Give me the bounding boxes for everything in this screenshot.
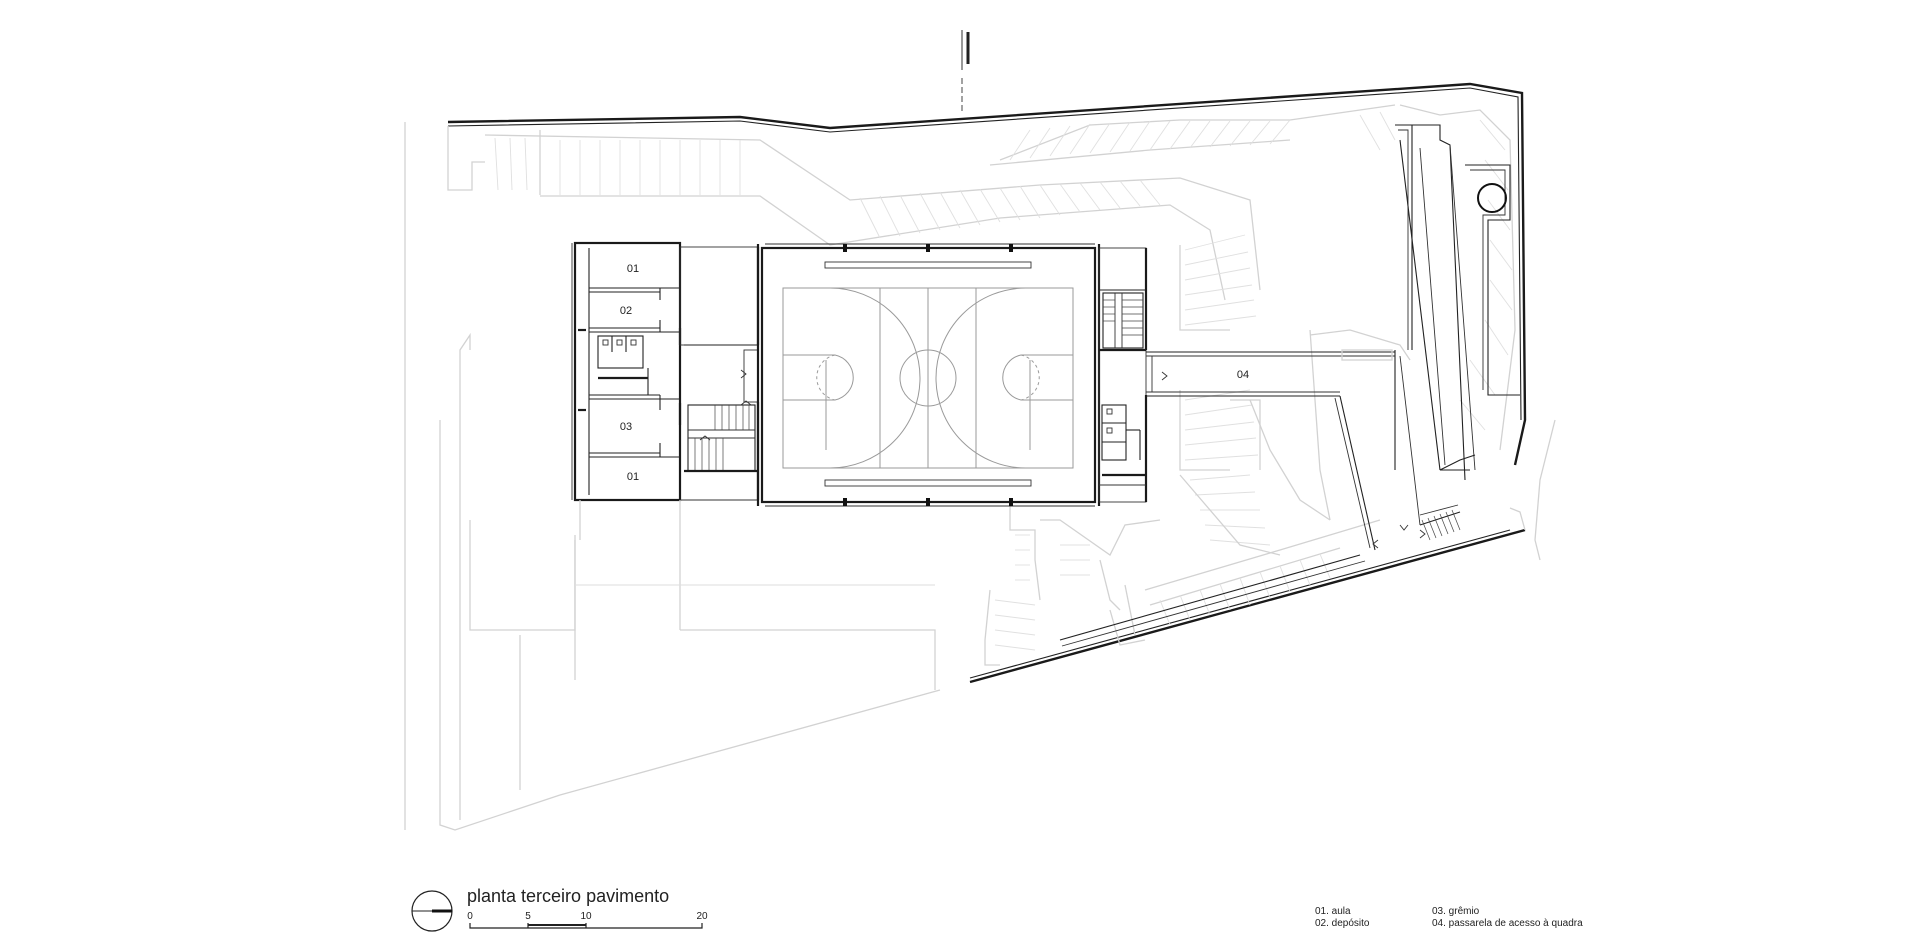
drawing-title: planta terceiro pavimento bbox=[467, 886, 670, 906]
room-label-02: 02 bbox=[620, 305, 632, 317]
basketball-court bbox=[782, 287, 1074, 469]
legend-item: 02. depósito bbox=[1315, 918, 1370, 929]
room-label-03: 03 bbox=[620, 421, 632, 433]
legend-item: 03. grêmio bbox=[1432, 906, 1480, 917]
room-label-01-top: 01 bbox=[627, 263, 639, 275]
room-labels: 01 02 03 01 04 bbox=[620, 263, 1249, 483]
room-label-04: 04 bbox=[1237, 369, 1249, 381]
scale-tick-10: 10 bbox=[580, 911, 592, 922]
scale-tick-20: 20 bbox=[696, 911, 708, 922]
legend-column-2: 03. grêmio 04. passarela de acesso à qua… bbox=[1432, 906, 1583, 930]
north-symbol bbox=[411, 890, 453, 932]
scale-tick-0: 0 bbox=[467, 911, 473, 922]
legend-column-1: 01. aula 02. depósito bbox=[1315, 906, 1370, 930]
legend-item: 04. passarela de acesso à quadra bbox=[1432, 918, 1583, 929]
scale-tick-5: 5 bbox=[525, 911, 531, 922]
scale-bar: 0 5 10 20 bbox=[467, 911, 708, 929]
site-context bbox=[404, 30, 1556, 831]
classroom-block-outline bbox=[573, 241, 682, 502]
legend-item: 01. aula bbox=[1315, 906, 1351, 917]
room-label-01-bottom: 01 bbox=[627, 471, 639, 483]
school-building bbox=[571, 124, 1520, 647]
